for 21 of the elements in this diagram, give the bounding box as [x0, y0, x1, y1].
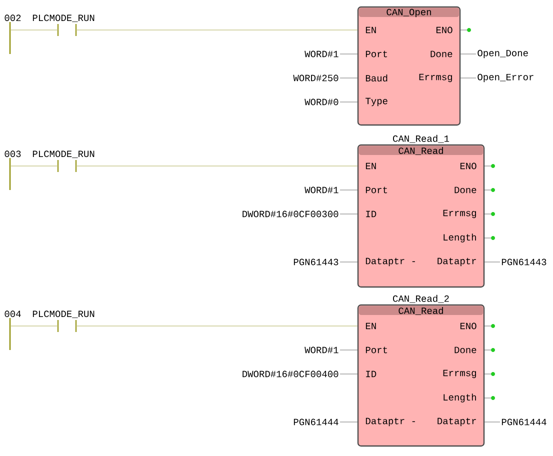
rung-number: 003 — [4, 150, 21, 158]
node-label: CAN_Read_2 — [393, 294, 449, 303]
variable-label: Open_Error — [478, 74, 534, 82]
rung-number: 004 — [4, 310, 21, 318]
variable-label: PGN61444 — [502, 418, 546, 426]
function-block: CAN_Open EN ENO Port Done Baud Errmsg Type — [357, 6, 461, 126]
variable-label: WORD#1 — [304, 346, 338, 354]
rung-number: 002 — [4, 14, 21, 22]
variable-label: WORD#1 — [304, 186, 338, 194]
variable-label: PGN61443 — [294, 258, 338, 266]
function-block: CAN_Read_2 CAN_Read EN ENO Port Done ID Errmsg Length Dataptr - Dataptr — [357, 294, 485, 447]
variable-label: WORD#250 — [293, 74, 338, 82]
variable-label: PGN61444 — [294, 418, 338, 426]
variable-label: DWORD#16#0CF00300 — [242, 210, 338, 218]
variable-label: WORD#0 — [304, 98, 338, 106]
function-block: CAN_Read_1 CAN_Read EN ENO Port Done ID Errmsg Length Dataptr - Dataptr — [357, 134, 485, 288]
node-label: CAN_Read_1 — [393, 134, 450, 143]
variable-label: DWORD#16#0CF00400 — [242, 370, 338, 378]
variable-label: PGN61443 — [502, 258, 546, 266]
variable-label: WORD#1 — [304, 50, 338, 58]
variable-label: Open_Done — [478, 50, 528, 58]
